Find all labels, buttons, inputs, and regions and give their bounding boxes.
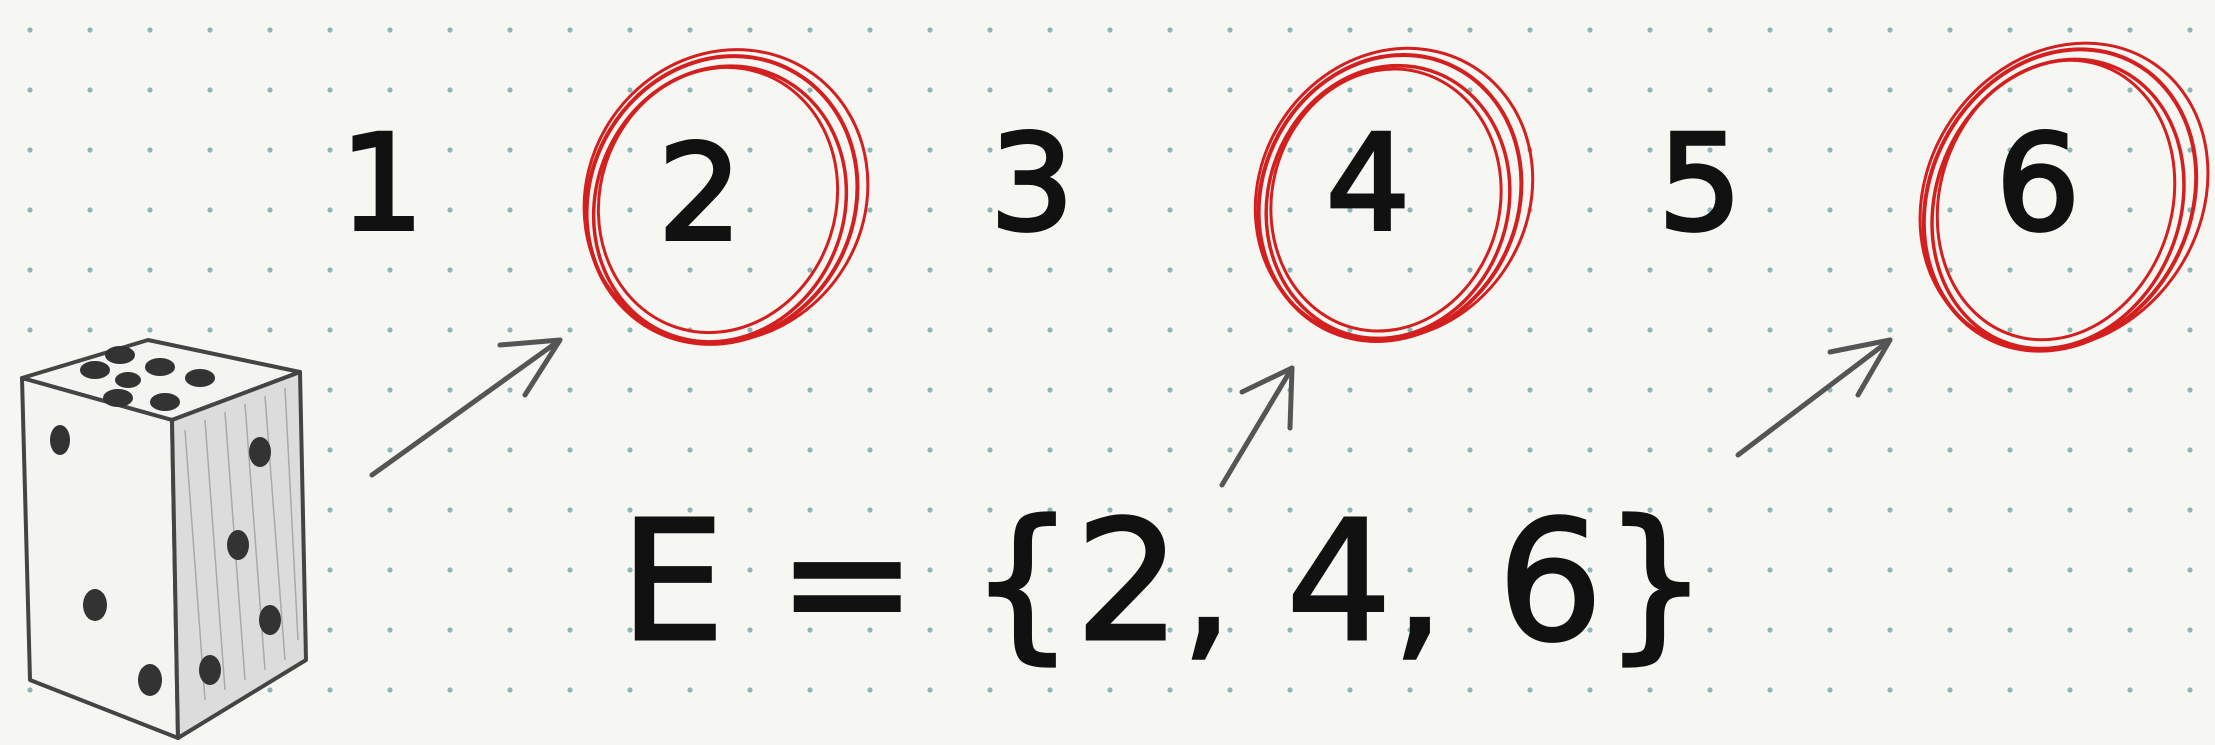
event-set-formula: E = {2, 4, 6} bbox=[619, 486, 1711, 679]
arrow-icon bbox=[1219, 365, 1295, 488]
number-6: 6 bbox=[1994, 107, 2082, 261]
die-icon bbox=[20, 338, 308, 740]
arrow-icon bbox=[369, 337, 563, 478]
circle-2 bbox=[582, 48, 870, 346]
number-2: 2 bbox=[656, 117, 744, 271]
circle-6 bbox=[1918, 41, 2210, 353]
number-4: 4 bbox=[1324, 107, 1412, 261]
number-5: 5 bbox=[1656, 107, 1744, 261]
number-1: 1 bbox=[338, 107, 426, 261]
number-3: 3 bbox=[988, 107, 1076, 261]
circle-4 bbox=[1253, 46, 1535, 343]
arrow-icon bbox=[1735, 337, 1893, 458]
